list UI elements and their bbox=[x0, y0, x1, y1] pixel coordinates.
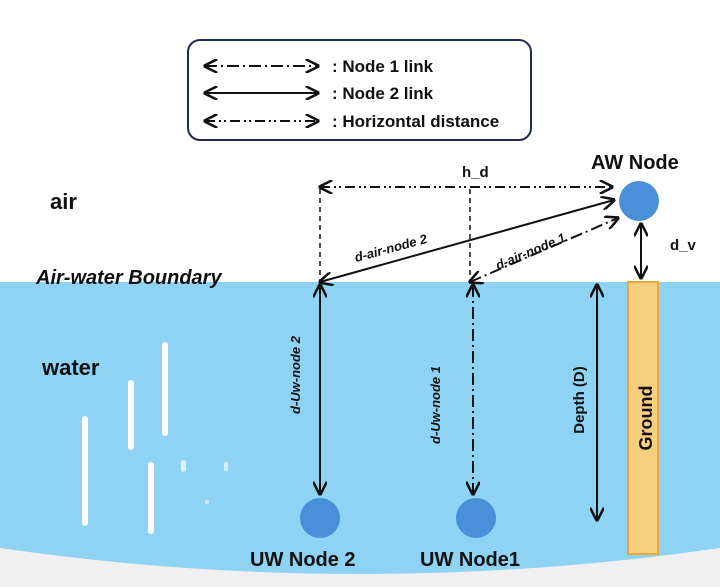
streak bbox=[224, 462, 228, 471]
boundary-label: Air-water Boundary bbox=[35, 267, 222, 289]
label-air-node1: d-air-node 1 bbox=[493, 230, 567, 273]
ground-column bbox=[627, 281, 659, 555]
uw-node1-label: UW Node1 bbox=[420, 549, 520, 571]
dv-label: d_v bbox=[670, 237, 697, 254]
link-air-node1 bbox=[470, 218, 618, 282]
h-d-label: h_d bbox=[462, 164, 489, 181]
label-air-node2: d-air-node 2 bbox=[353, 231, 429, 265]
uw-node2-circle bbox=[300, 498, 340, 538]
label-uw-node1: d-Uw-node 1 bbox=[428, 366, 443, 444]
uw-node1-circle bbox=[456, 498, 496, 538]
air-label: air bbox=[50, 189, 77, 214]
water-bottom-shade bbox=[0, 548, 720, 587]
streak bbox=[128, 380, 134, 450]
streak bbox=[148, 462, 154, 534]
water-region bbox=[0, 282, 720, 587]
depth-label: Depth (D) bbox=[571, 366, 588, 434]
legend: : Node 1 link : Node 2 link : Horizontal… bbox=[187, 39, 532, 141]
aw-node-label: AW Node bbox=[591, 152, 679, 174]
uw-node2-label: UW Node 2 bbox=[250, 549, 356, 571]
water-streaks bbox=[82, 342, 228, 534]
legend-label-node1: : Node 1 link bbox=[332, 57, 434, 76]
water-label: water bbox=[41, 355, 100, 380]
ground-label: Ground bbox=[636, 386, 656, 451]
streak bbox=[82, 416, 88, 526]
streak bbox=[162, 342, 168, 436]
streak bbox=[181, 460, 186, 472]
streak bbox=[205, 500, 209, 504]
link-air-node2 bbox=[320, 200, 614, 282]
label-uw-node2: d-Uw-node 2 bbox=[288, 335, 303, 414]
legend-label-node2: : Node 2 link bbox=[332, 84, 434, 103]
aw-node-circle bbox=[619, 181, 659, 221]
legend-label-horizontal: : Horizontal distance bbox=[332, 112, 499, 131]
